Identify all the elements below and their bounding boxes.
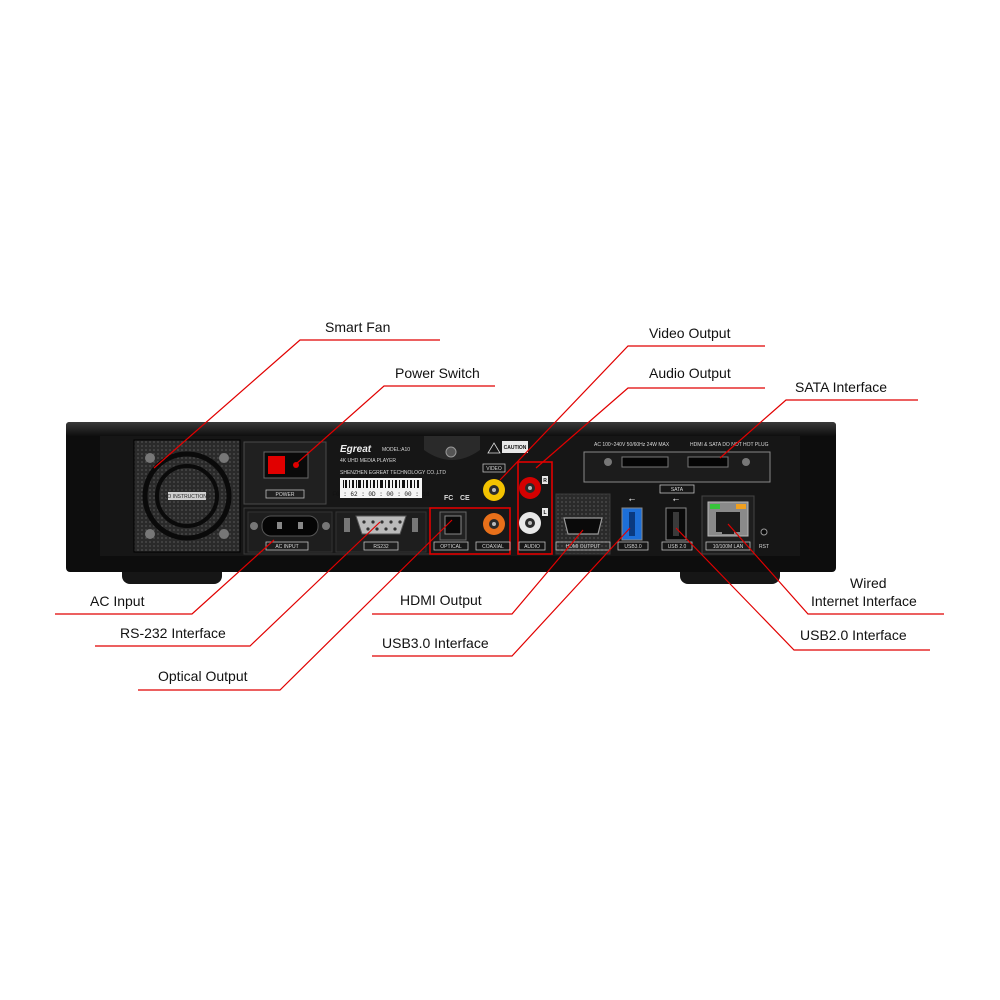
power-switch[interactable]: POWER bbox=[243, 441, 327, 505]
audio-l-mark: L bbox=[543, 510, 546, 516]
coaxial-label: COAXIAL bbox=[482, 544, 504, 550]
video-output-jack[interactable]: VIDEO bbox=[482, 463, 506, 501]
ac-input-label: AC INPUT bbox=[275, 544, 298, 550]
product-name: 4K UHD MEDIA PLAYER bbox=[340, 458, 396, 464]
rs232-port[interactable]: RS232 bbox=[335, 511, 427, 553]
callout-ac-input: AC Input bbox=[90, 593, 145, 609]
usb3-label: USB3.0 bbox=[624, 544, 641, 550]
leader-usb20 bbox=[675, 527, 930, 651]
callout-wired-line2: Internet Interface bbox=[811, 593, 917, 609]
leader-optical-output bbox=[138, 519, 453, 691]
callout-rs232-interface: RS-232 Interface bbox=[120, 625, 226, 641]
callout-wired-line1: Wired bbox=[850, 575, 887, 591]
sata-bay[interactable]: AC 100~240V 50/60Hz 24W MAX HDMI & SATA … bbox=[583, 442, 771, 494]
leader-audio-output bbox=[535, 387, 765, 469]
hotplug-note-text: HDMI & SATA DO NOT HOT PLUG bbox=[690, 442, 769, 448]
mac-address: F0 : 62 : 0D : 00 : 00 : 18 bbox=[332, 491, 430, 498]
leader-lines bbox=[55, 339, 944, 691]
callout-hdmi-output: HDMI Output bbox=[400, 592, 482, 608]
usb3-symbol-icon: ⭠ bbox=[629, 495, 636, 504]
callout-audio-output: Audio Output bbox=[649, 365, 731, 381]
audio-r-mark: R bbox=[543, 478, 547, 484]
brand-label-block: Egreat MODEL:A10 4K UHD MEDIA PLAYER SHE… bbox=[332, 444, 446, 498]
power-rating-text: AC 100~240V 50/60Hz 24W MAX bbox=[594, 442, 670, 448]
callout-optical-output: Optical Output bbox=[158, 668, 248, 684]
brand-name: Egreat bbox=[340, 444, 372, 455]
audio-label: AUDIO bbox=[524, 544, 540, 550]
manufacturer-name: SHENZHEN EGREAT TECHNOLOGY CO.,LTD bbox=[340, 470, 446, 476]
coaxial-output-jack[interactable]: COAXIAL bbox=[475, 513, 511, 551]
audio-output-jacks[interactable]: R L AUDIO bbox=[517, 461, 553, 555]
hdmi-output-port[interactable]: HDMI OUTPUT bbox=[555, 493, 611, 555]
power-label: POWER bbox=[276, 492, 295, 498]
callout-power-switch: Power Switch bbox=[395, 365, 480, 381]
callout-sata-interface: SATA Interface bbox=[795, 379, 887, 395]
media-player-rear-panel: NO INSTRUCTIONS POWER Egreat MODEL:A10 4… bbox=[66, 422, 836, 584]
leader-usb30 bbox=[372, 527, 631, 657]
leader-hdmi-output bbox=[372, 529, 584, 615]
callout-labels: Smart Fan Power Switch Video Output Audi… bbox=[90, 319, 917, 684]
fan-sticker-text: NO INSTRUCTIONS bbox=[164, 494, 211, 500]
lan-activity-led bbox=[736, 504, 746, 509]
model-number: MODEL:A10 bbox=[382, 447, 410, 453]
chassis-top-edge bbox=[66, 422, 836, 436]
leader-rs232 bbox=[95, 521, 381, 647]
caution-label: CAUTION bbox=[487, 441, 528, 454]
fan-grille: NO INSTRUCTIONS bbox=[133, 439, 241, 553]
callout-usb20-interface: USB2.0 Interface bbox=[800, 627, 907, 643]
fc-mark: FC bbox=[444, 495, 453, 502]
usb2-label: USB 2.0 bbox=[668, 544, 687, 550]
sata-label: SATA bbox=[671, 487, 684, 493]
ac-input-port[interactable]: AC INPUT bbox=[247, 511, 333, 553]
certification-marks: FC CE bbox=[444, 495, 470, 502]
leader-wired-internet bbox=[727, 523, 944, 615]
usb20-port[interactable]: ⭠ USB 2.0 bbox=[661, 495, 693, 551]
barcode bbox=[343, 480, 419, 488]
lan-label: 10/100M LAN bbox=[713, 544, 744, 550]
optical-output-port[interactable]: OPTICAL bbox=[429, 507, 511, 555]
hdmi-label: HDMI OUTPUT bbox=[566, 544, 601, 550]
leader-power-switch bbox=[295, 385, 495, 465]
rst-label: RST bbox=[759, 544, 769, 550]
caution-text: CAUTION bbox=[504, 445, 527, 451]
callout-usb30-interface: USB3.0 Interface bbox=[382, 635, 489, 651]
leader-ac-input bbox=[55, 539, 275, 615]
callout-smart-fan: Smart Fan bbox=[325, 319, 390, 335]
reset-button[interactable]: RST bbox=[759, 528, 769, 550]
leader-video-output bbox=[499, 345, 765, 481]
video-label: VIDEO bbox=[486, 466, 502, 472]
leader-smart-fan bbox=[153, 339, 440, 469]
rs232-label: RS232 bbox=[373, 544, 389, 550]
mount-screw bbox=[424, 436, 480, 460]
callout-video-output: Video Output bbox=[649, 325, 731, 341]
lan-link-led bbox=[710, 504, 720, 509]
optical-label: OPTICAL bbox=[440, 544, 462, 550]
ce-mark: CE bbox=[460, 495, 470, 502]
usb2-symbol-icon: ⭠ bbox=[673, 495, 680, 504]
lan-port[interactable]: 10/100M LAN bbox=[701, 495, 755, 555]
leader-sata-interface bbox=[719, 399, 918, 459]
